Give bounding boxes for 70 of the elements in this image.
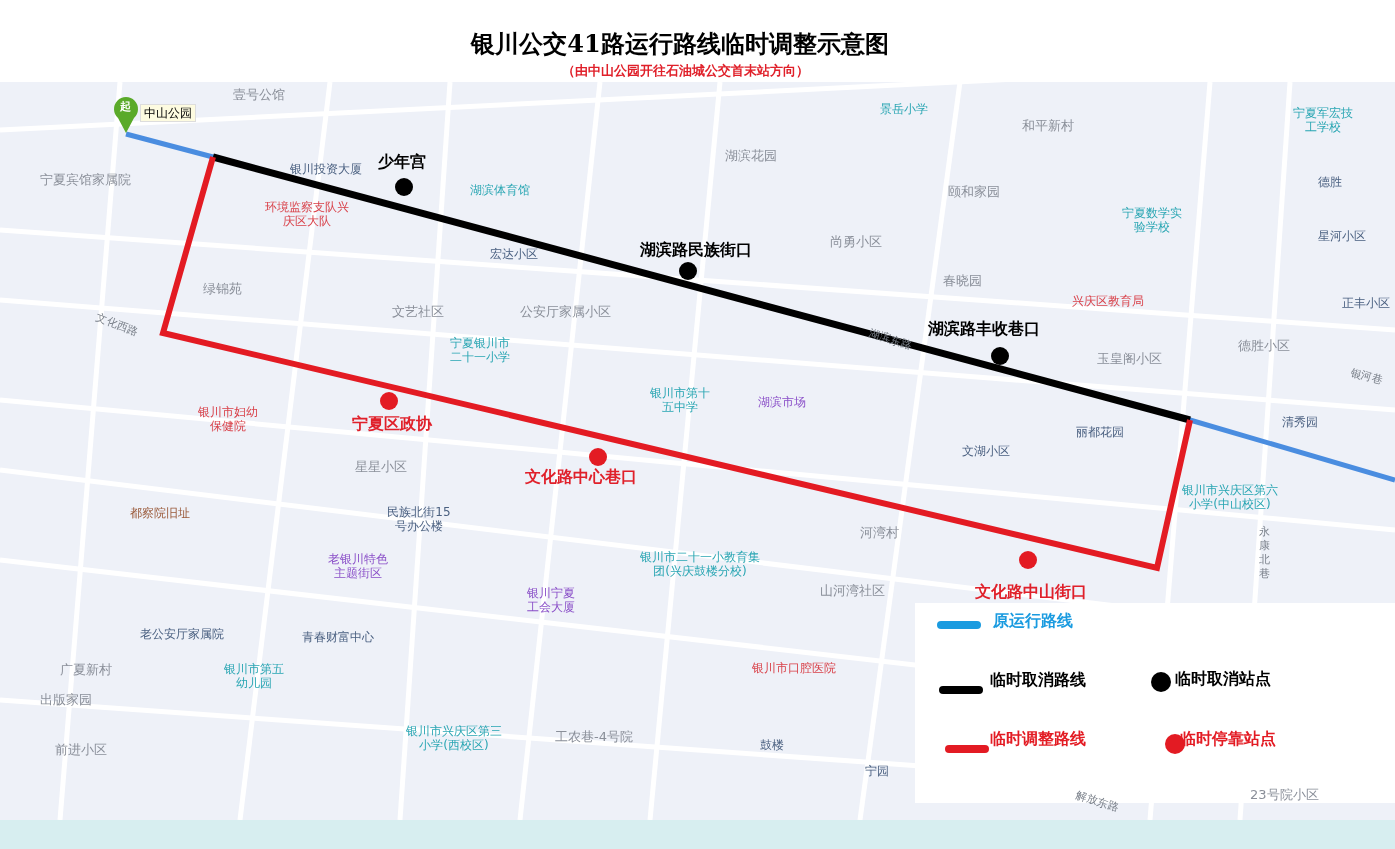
- school-label: 景岳小学: [880, 102, 928, 116]
- street-label: 银河巷: [1348, 365, 1385, 389]
- place-label: 文湖小区: [962, 444, 1010, 458]
- place-label: 宏达小区: [490, 247, 538, 261]
- place-label: 银川市口腔医院: [752, 661, 836, 675]
- area-label: 玉皇阁小区: [1097, 352, 1162, 366]
- school-label: 银川市二十一小教育集团(兴庆鼓楼分校): [640, 550, 760, 578]
- area-label: 山河湾社区: [820, 584, 885, 598]
- place-label: 正丰小区: [1342, 296, 1390, 310]
- place-label: 宁园: [865, 764, 889, 778]
- place-label: 老公安厅家属院: [140, 627, 224, 641]
- area-label: 宁夏宾馆家属院: [40, 173, 131, 187]
- street-label: 湖滨东路: [866, 326, 914, 354]
- area-label: 出版家园: [40, 693, 92, 707]
- place-label: 环境监察支队兴庆区大队: [264, 200, 350, 228]
- place-label: 德胜: [1318, 175, 1342, 189]
- stop-name: 文化路中心巷口: [525, 468, 637, 486]
- area-label: 公安厅家属小区: [520, 305, 611, 319]
- area-label: 工农巷-4号院: [555, 730, 633, 744]
- stop-name: 湖滨路民族街口: [640, 241, 752, 259]
- school-label: 银川市第十五中学: [650, 386, 710, 414]
- area-label: 星星小区: [355, 460, 407, 474]
- area-label: 春晓园: [943, 274, 982, 288]
- place-label: 星河小区: [1318, 229, 1366, 243]
- school-label: 宁夏数学实验学校: [1122, 206, 1182, 234]
- place-label: 丽都花园: [1076, 425, 1124, 439]
- place-label: 银川市妇幼保健院: [198, 405, 258, 433]
- legend-text: 原运行路线: [993, 611, 1073, 632]
- place-label: 鼓楼: [760, 738, 784, 752]
- street-label: 文化西路: [93, 310, 141, 340]
- street-label: 永康北巷: [1258, 525, 1270, 581]
- stop-name: 宁夏区政协: [352, 415, 432, 433]
- school-label: 银川市第五幼儿园: [224, 662, 284, 690]
- place-label: 都察院旧址: [130, 506, 190, 520]
- map-subtitle: （由中山公园开往石油城公交首末站方向）: [560, 62, 810, 80]
- area-label: 广夏新村: [60, 663, 112, 677]
- place-label: 银川投资大厦: [290, 162, 362, 176]
- area-label: 湖滨花园: [725, 149, 777, 163]
- legend-text: 临时取消路线: [990, 670, 1086, 691]
- area-label: 23号院小区: [1250, 788, 1319, 802]
- area-label: 文艺社区: [392, 305, 444, 319]
- map-title: 银川公交41路运行路线临时调整示意图: [469, 28, 890, 60]
- legend-text: 临时取消站点: [1175, 669, 1271, 690]
- street-label: 解放东路: [1073, 788, 1121, 816]
- place-label: 湖滨市场: [758, 395, 806, 409]
- school-label: 银川市兴庆区第三小学(西校区): [405, 724, 503, 752]
- stop-name: 湖滨路丰收巷口: [928, 320, 1040, 338]
- school-label: 银川市兴庆区第六小学(中山校区): [1181, 483, 1279, 511]
- legend-text: 临时调整路线: [990, 729, 1086, 750]
- place-label: 银川宁夏工会大厦: [526, 586, 576, 614]
- school-label: 湖滨体育馆: [470, 183, 530, 197]
- place-label: 兴庆区教育局: [1072, 294, 1144, 308]
- place-label: 青春财富中心: [302, 630, 374, 644]
- area-label: 河湾村: [860, 526, 899, 540]
- school-label: 宁夏银川市二十一小学: [449, 336, 511, 364]
- area-label: 尚勇小区: [830, 235, 882, 249]
- start-marker-label: 起: [120, 100, 131, 114]
- area-label: 壹号公馆: [233, 88, 285, 102]
- school-label: 宁夏军宏技工学校: [1293, 106, 1353, 134]
- area-label: 前进小区: [55, 743, 107, 757]
- place-label: 老银川特色主题街区: [328, 552, 388, 580]
- stop-name: 文化路中山街口: [975, 583, 1087, 601]
- area-label: 德胜小区: [1238, 339, 1290, 353]
- area-label: 绿锦苑: [203, 282, 242, 296]
- area-label: 颐和家园: [948, 185, 1000, 199]
- place-label: 民族北街15号办公楼: [386, 505, 452, 533]
- stop-name: 少年宫: [378, 153, 426, 171]
- area-label: 和平新村: [1022, 119, 1074, 133]
- place-label: 清秀园: [1282, 415, 1318, 429]
- callout-label: 中山公园: [140, 104, 196, 122]
